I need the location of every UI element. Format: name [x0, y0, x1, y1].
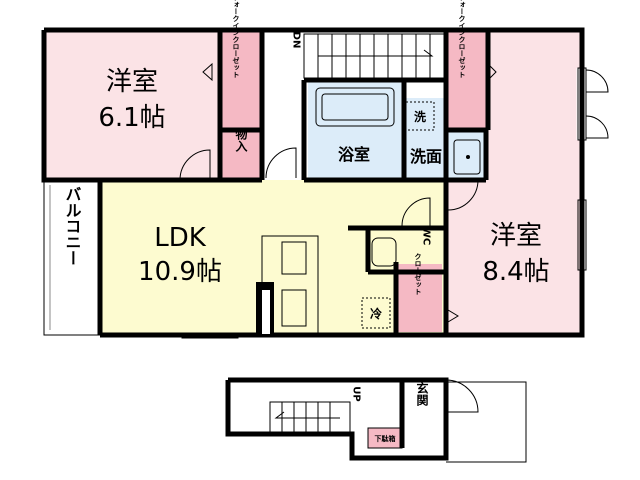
bathroom-label: 浴室: [338, 145, 370, 164]
door-swing-right-1: [585, 69, 609, 93]
washer-label: 洗: [414, 109, 426, 124]
bathtub: [315, 87, 395, 127]
entrance-section: [225, 377, 527, 463]
stairs-upper: [303, 33, 445, 79]
walk-in-closet-2-fill: [446, 30, 488, 128]
balcony-label: バルコニー: [63, 186, 82, 266]
wash-basin-drain: [466, 155, 470, 159]
fridge-label: 冷: [370, 306, 382, 321]
fridge-spot: [361, 297, 391, 329]
closet-marker-1: [202, 62, 213, 82]
walk-in-closet-1-fill: [220, 30, 262, 128]
shoe-box-fill: [368, 428, 402, 448]
washroom-label: 洗面: [410, 147, 442, 166]
closet-fill: [396, 264, 442, 332]
closet-marker-2: [487, 62, 497, 82]
shoe-box-label: 下駄箱: [375, 434, 396, 443]
room1-name: 洋室: [106, 67, 158, 97]
outer-wall-right: [44, 27, 585, 338]
room1-size: 6.1帖: [98, 103, 165, 133]
door-swing-right-2: [585, 115, 609, 139]
door-swing-room1: [179, 149, 211, 181]
closet-marker-3: [447, 309, 459, 323]
door-swing-wc: [401, 197, 431, 227]
room2-name: 洋室: [490, 221, 542, 251]
window-bottom-ldk: [181, 332, 239, 339]
storage-fill: [222, 132, 260, 178]
washer-spot: [405, 101, 435, 131]
toilet: [371, 237, 397, 267]
balcony-outline: [43, 179, 101, 336]
door-swing-storage: [265, 147, 297, 179]
western-room-1-fill: [44, 30, 220, 180]
stairs-up-label: UP: [351, 386, 362, 401]
kitchen-counter: [256, 235, 319, 335]
room2-size: 8.4帖: [482, 257, 549, 287]
door-swing-room2: [447, 179, 479, 211]
wc-label: WC: [421, 227, 432, 245]
balcony-fill: [44, 180, 100, 335]
window-frame-lower: [577, 199, 587, 271]
walk-in-closet-2-label: ウォークインクローゼット: [458, 0, 466, 78]
walk-in-closet-1-label: ウォークインクローゼット: [232, 0, 240, 78]
window-frame-upper: [577, 67, 587, 141]
closet-label: クローゼット: [414, 253, 422, 295]
wash-basin: [453, 139, 481, 175]
ldk-size: 10.9帖: [138, 257, 222, 287]
ldk-name: LDK: [154, 223, 207, 253]
bathtub-inner: [321, 93, 389, 121]
entrance-label: 玄関: [415, 381, 429, 407]
stairs-down-label: DN: [291, 32, 302, 49]
storage-label: 物入: [234, 127, 248, 153]
